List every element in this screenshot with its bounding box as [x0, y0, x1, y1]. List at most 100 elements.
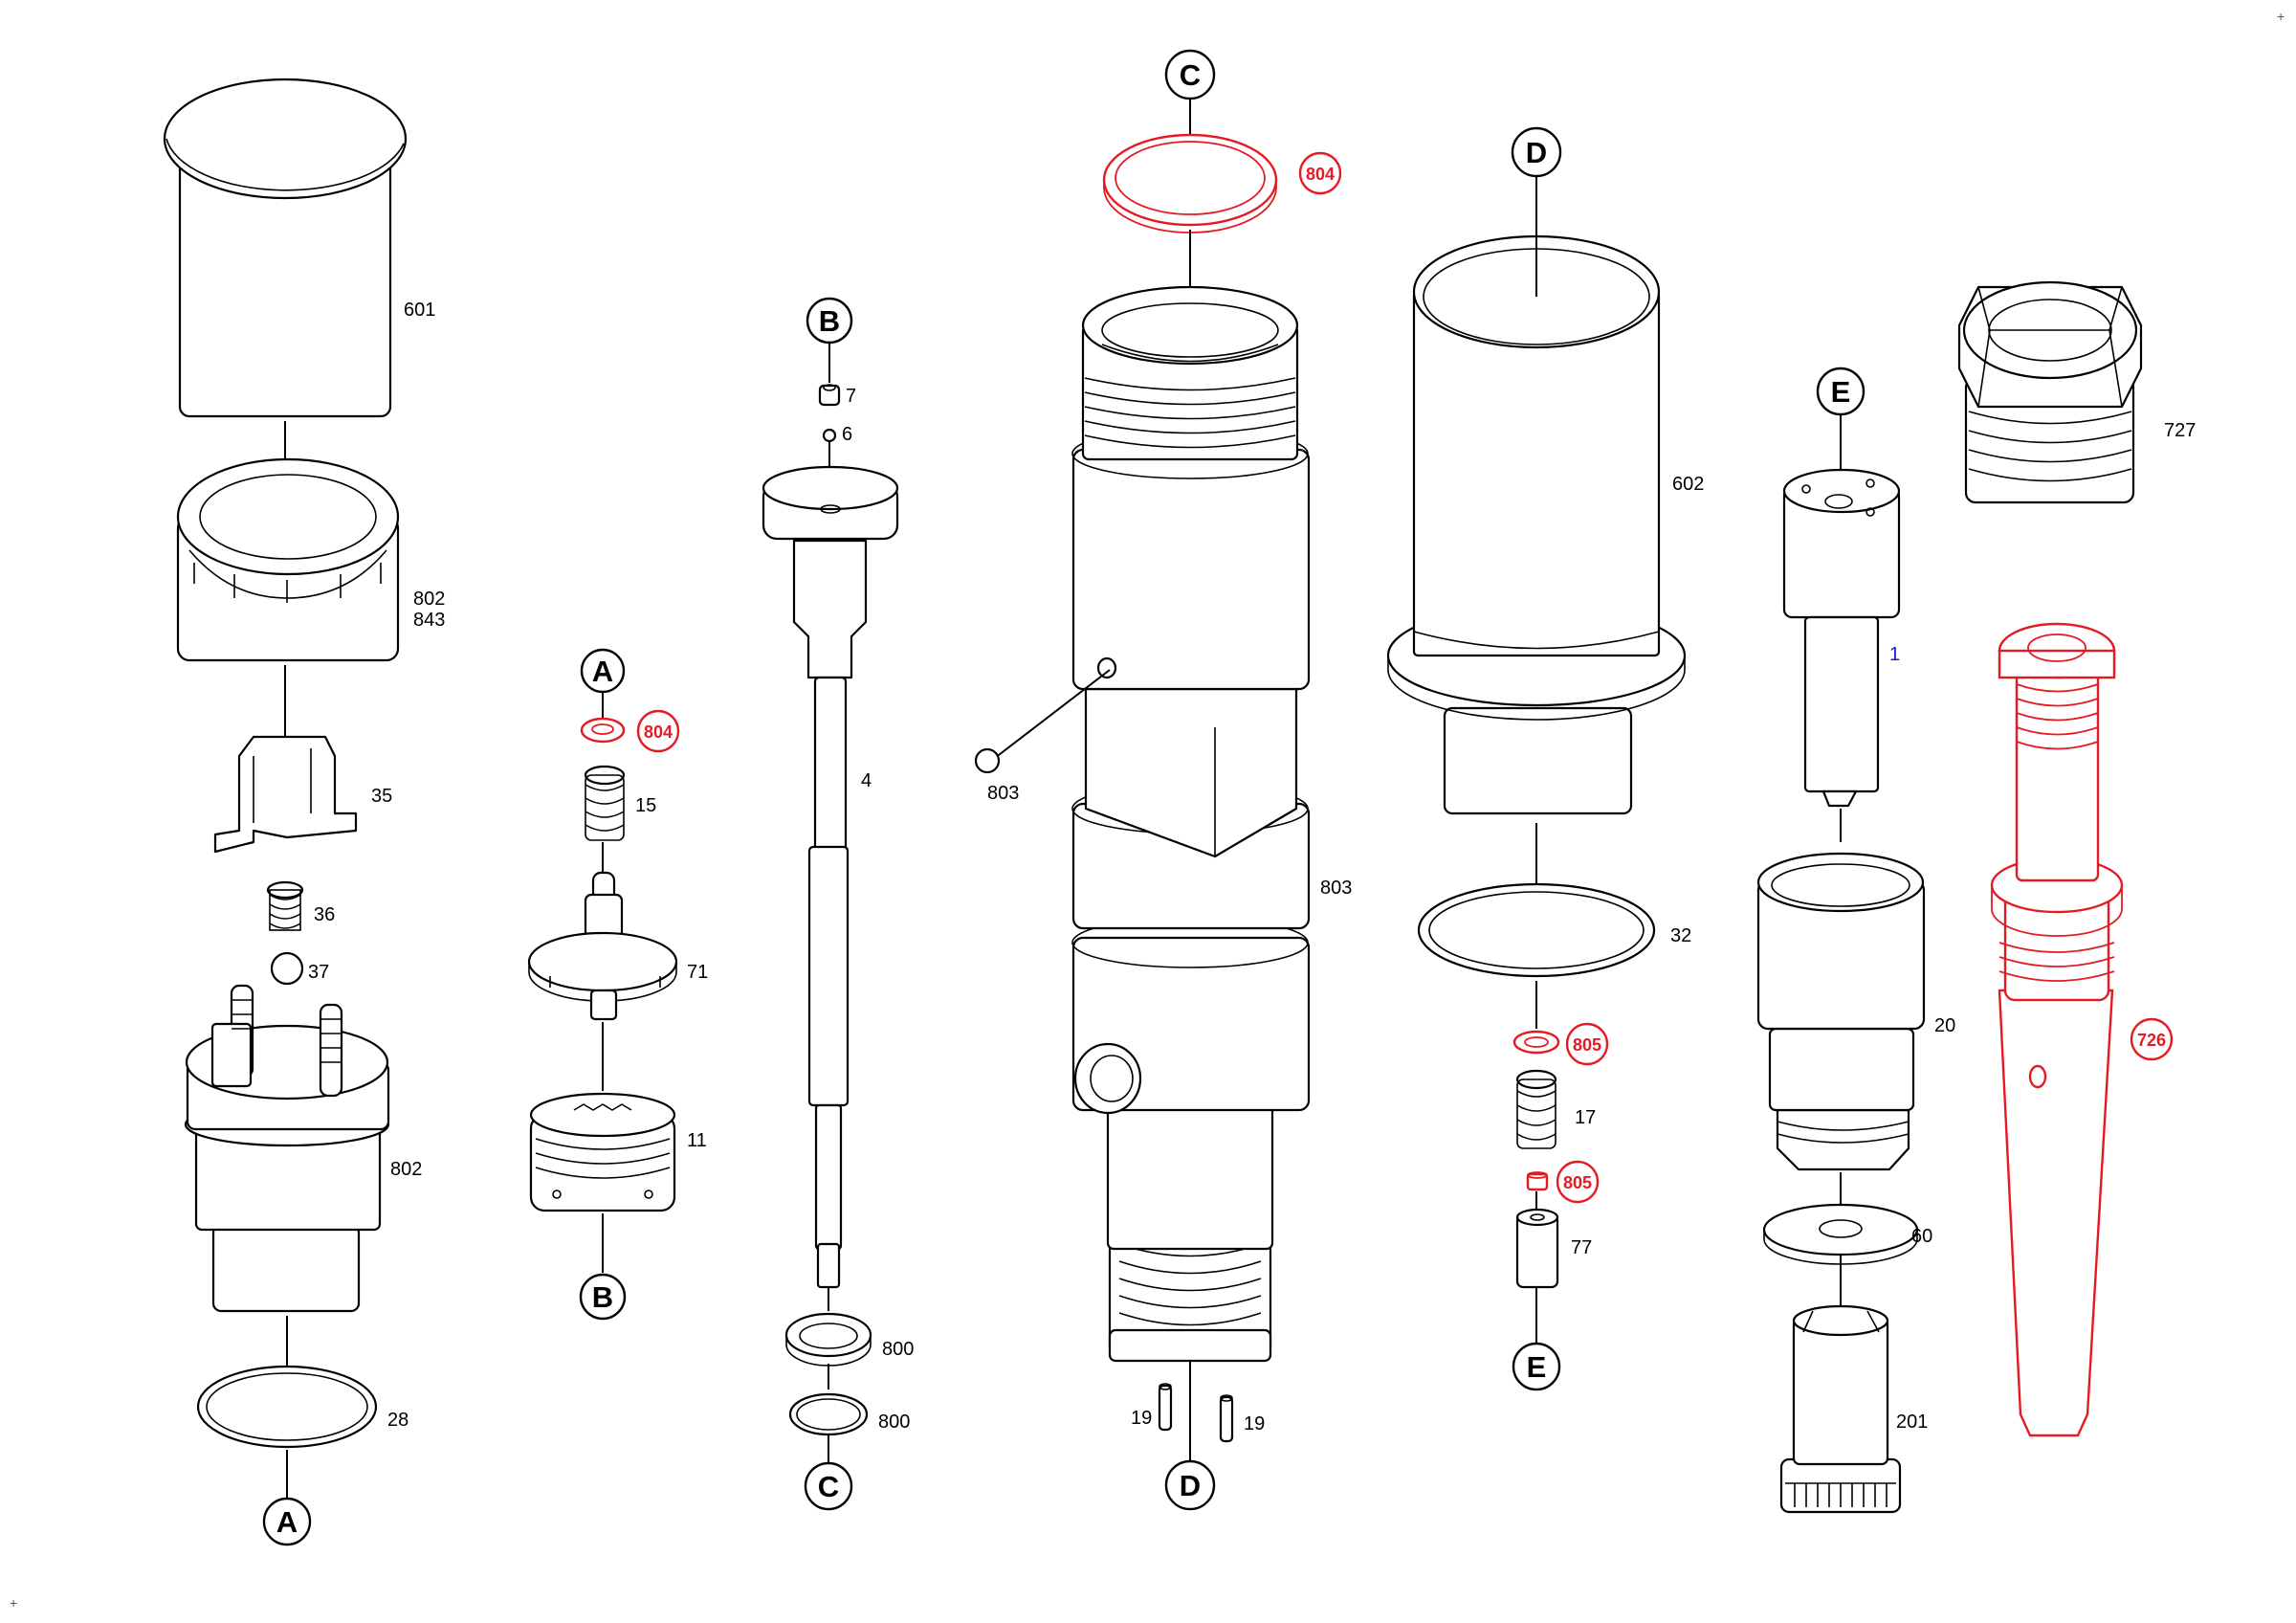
callout-c-top: C — [1164, 49, 1216, 100]
callout-b-bottom: B — [579, 1273, 627, 1321]
part-19-pin-b[interactable] — [1219, 1394, 1234, 1443]
part-726-pressure-pipe[interactable] — [1990, 622, 2124, 1437]
label-32: 32 — [1670, 925, 1691, 946]
label-4: 4 — [861, 770, 872, 791]
column-4 — [974, 96, 1311, 1461]
badge-804-a[interactable]: 804 — [636, 709, 680, 753]
label-802-connector: 802 — [390, 1159, 422, 1180]
column-1 — [163, 78, 408, 1498]
label-7: 7 — [846, 386, 856, 407]
badge-804-b[interactable]: 804 — [1298, 151, 1342, 195]
svg-text:804: 804 — [644, 723, 673, 742]
badge-726[interactable]: 726 — [2130, 1017, 2174, 1061]
part-800-ring-b[interactable] — [788, 1392, 869, 1436]
label-1: 1 — [1889, 644, 1900, 665]
part-803-injector-body[interactable] — [1071, 285, 1311, 1363]
label-35: 35 — [371, 786, 392, 807]
part-28-oring[interactable] — [196, 1365, 378, 1449]
svg-text:726: 726 — [2137, 1031, 2166, 1050]
part-77-spacer[interactable] — [1515, 1208, 1559, 1289]
part-36-spring[interactable] — [266, 880, 304, 931]
part-20-nozzle-nut[interactable] — [1756, 852, 1926, 1171]
svg-text:D: D — [1526, 136, 1547, 169]
part-803-ball[interactable] — [974, 747, 1001, 774]
label-19-a: 19 — [1131, 1408, 1152, 1429]
part-37-ball[interactable] — [270, 951, 304, 986]
svg-text:C: C — [1180, 58, 1201, 92]
part-number-labels: 601 802 843 35 36 37 802 28 15 71 11 7 6… — [308, 300, 2196, 1434]
part-15-spring[interactable] — [584, 765, 626, 841]
callout-d-top: D — [1511, 126, 1562, 178]
part-35-clip[interactable] — [213, 735, 358, 854]
label-803-ball: 803 — [987, 783, 1019, 804]
part-19-pin-a[interactable] — [1158, 1383, 1173, 1432]
label-36: 36 — [314, 904, 335, 925]
callout-a-bottom: A — [262, 1497, 312, 1546]
part-4-valve-rod[interactable] — [762, 465, 899, 1289]
label-802-nut: 802 — [413, 589, 445, 610]
column-3 — [762, 340, 899, 1464]
label-843: 843 — [413, 610, 445, 631]
svg-text:B: B — [592, 1280, 613, 1314]
badge-805-b[interactable]: 805 — [1556, 1160, 1600, 1204]
label-17: 17 — [1575, 1107, 1596, 1128]
label-20: 20 — [1934, 1015, 1955, 1036]
column-5 — [1386, 172, 1687, 1345]
corner-mark-bottom-left: + — [10, 1595, 17, 1611]
part-17-spring[interactable] — [1515, 1069, 1557, 1149]
callout-c-bottom: C — [804, 1461, 853, 1511]
svg-text:E: E — [1527, 1350, 1547, 1384]
corner-mark-top-right: + — [2277, 9, 2285, 24]
label-28: 28 — [387, 1410, 408, 1431]
badge-805-a[interactable]: 805 — [1565, 1022, 1609, 1066]
part-201-cap-tool[interactable] — [1779, 1304, 1902, 1514]
label-602: 602 — [1672, 474, 1704, 495]
part-805-seal-a[interactable] — [1512, 1030, 1560, 1055]
part-804-seal-b[interactable] — [1102, 133, 1278, 233]
svg-text:E: E — [1831, 375, 1851, 409]
part-7-sleeve[interactable] — [818, 384, 841, 407]
label-15: 15 — [635, 795, 656, 816]
part-805-seal-b[interactable] — [1526, 1171, 1549, 1191]
label-37: 37 — [308, 962, 329, 983]
part-601-cap[interactable] — [163, 78, 408, 418]
label-601: 601 — [404, 300, 435, 321]
callout-d-bottom: D — [1164, 1459, 1216, 1511]
svg-text:D: D — [1180, 1469, 1201, 1502]
label-803-body: 803 — [1320, 878, 1352, 899]
part-11-armature[interactable] — [529, 1092, 676, 1212]
part-602-sleeve[interactable] — [1386, 234, 1687, 815]
label-77: 77 — [1571, 1237, 1592, 1258]
label-800-ring: 800 — [878, 1412, 910, 1433]
label-60: 60 — [1911, 1226, 1932, 1247]
part-6-ball[interactable] — [822, 428, 837, 443]
part-802-843-nut[interactable] — [176, 457, 400, 662]
label-201: 201 — [1896, 1412, 1928, 1433]
svg-text:C: C — [818, 1470, 839, 1503]
svg-text:805: 805 — [1573, 1035, 1601, 1055]
part-800-shim-a[interactable] — [784, 1312, 872, 1367]
column-6 — [1756, 411, 1926, 1514]
callout-e-bottom: E — [1512, 1342, 1561, 1391]
callout-a-top: A — [580, 648, 626, 694]
label-800-shim: 800 — [882, 1339, 914, 1360]
svg-text:805: 805 — [1563, 1173, 1592, 1192]
svg-text:B: B — [819, 304, 840, 338]
part-1-nozzle[interactable] — [1782, 468, 1901, 808]
label-71: 71 — [687, 962, 708, 983]
label-727: 727 — [2164, 420, 2196, 441]
column-2 — [527, 692, 678, 1273]
label-11: 11 — [687, 1130, 707, 1151]
part-802-connector[interactable] — [184, 984, 390, 1313]
column-7 — [1957, 280, 2143, 1437]
label-6: 6 — [842, 424, 852, 445]
part-71-valve-piston[interactable] — [527, 871, 678, 1021]
highlighted-part-badges: 804 804 805 805 726 — [636, 151, 2174, 1204]
part-32-oring[interactable] — [1417, 882, 1656, 978]
connection-callouts: A A B B C C D D — [262, 49, 1866, 1546]
part-727-fitting-nut[interactable] — [1957, 280, 2143, 504]
part-804-seal-a[interactable] — [580, 717, 626, 744]
svg-text:804: 804 — [1306, 165, 1335, 184]
svg-text:A: A — [276, 1505, 298, 1539]
